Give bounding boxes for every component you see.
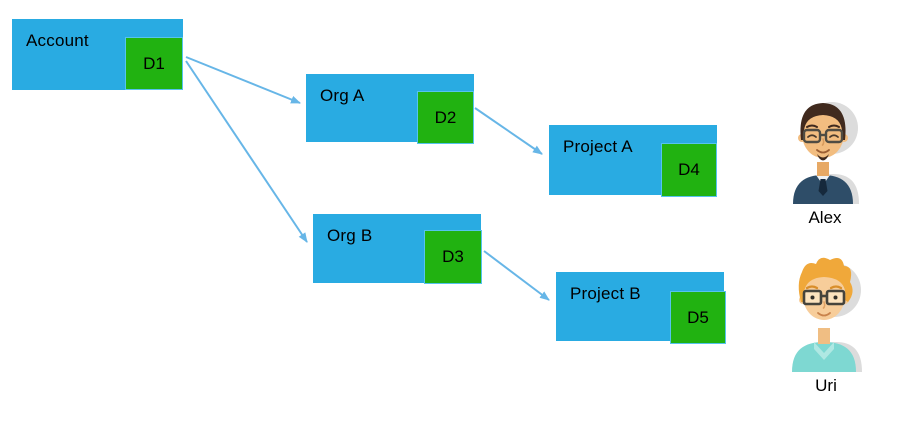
edge-d3-to-project-b xyxy=(483,250,550,301)
user-name-alex: Alex xyxy=(808,208,842,227)
node-org-a-label: Org A xyxy=(320,86,365,105)
node-project-a-label: Project A xyxy=(563,137,633,156)
edge-d1-to-org-a xyxy=(185,56,301,104)
user-uri: Uri xyxy=(783,250,869,396)
avatar-uri xyxy=(792,257,862,372)
badge-d3-label: D3 xyxy=(442,247,464,266)
edge-d2-to-project-a xyxy=(474,107,543,155)
avatar-alex xyxy=(793,102,859,204)
badge-d5-label: D5 xyxy=(687,307,709,327)
badge-d4: D4 xyxy=(661,143,717,197)
badge-d5: D5 xyxy=(670,291,726,344)
badge-d4-label: D4 xyxy=(678,160,700,179)
node-project-b-label: Project B xyxy=(570,284,641,303)
badge-d1: D1 xyxy=(125,37,183,90)
badge-d1-label: D1 xyxy=(143,53,165,73)
badge-d3: D3 xyxy=(424,230,482,284)
user-name-uri: Uri xyxy=(815,376,837,395)
node-org-b-label: Org B xyxy=(327,226,373,245)
badge-d2: D2 xyxy=(417,91,474,144)
badge-d2-label: D2 xyxy=(434,107,457,127)
user-alex: Alex xyxy=(782,92,868,228)
edge-d1-to-org-b xyxy=(185,60,308,243)
node-account-label: Account xyxy=(26,31,89,50)
